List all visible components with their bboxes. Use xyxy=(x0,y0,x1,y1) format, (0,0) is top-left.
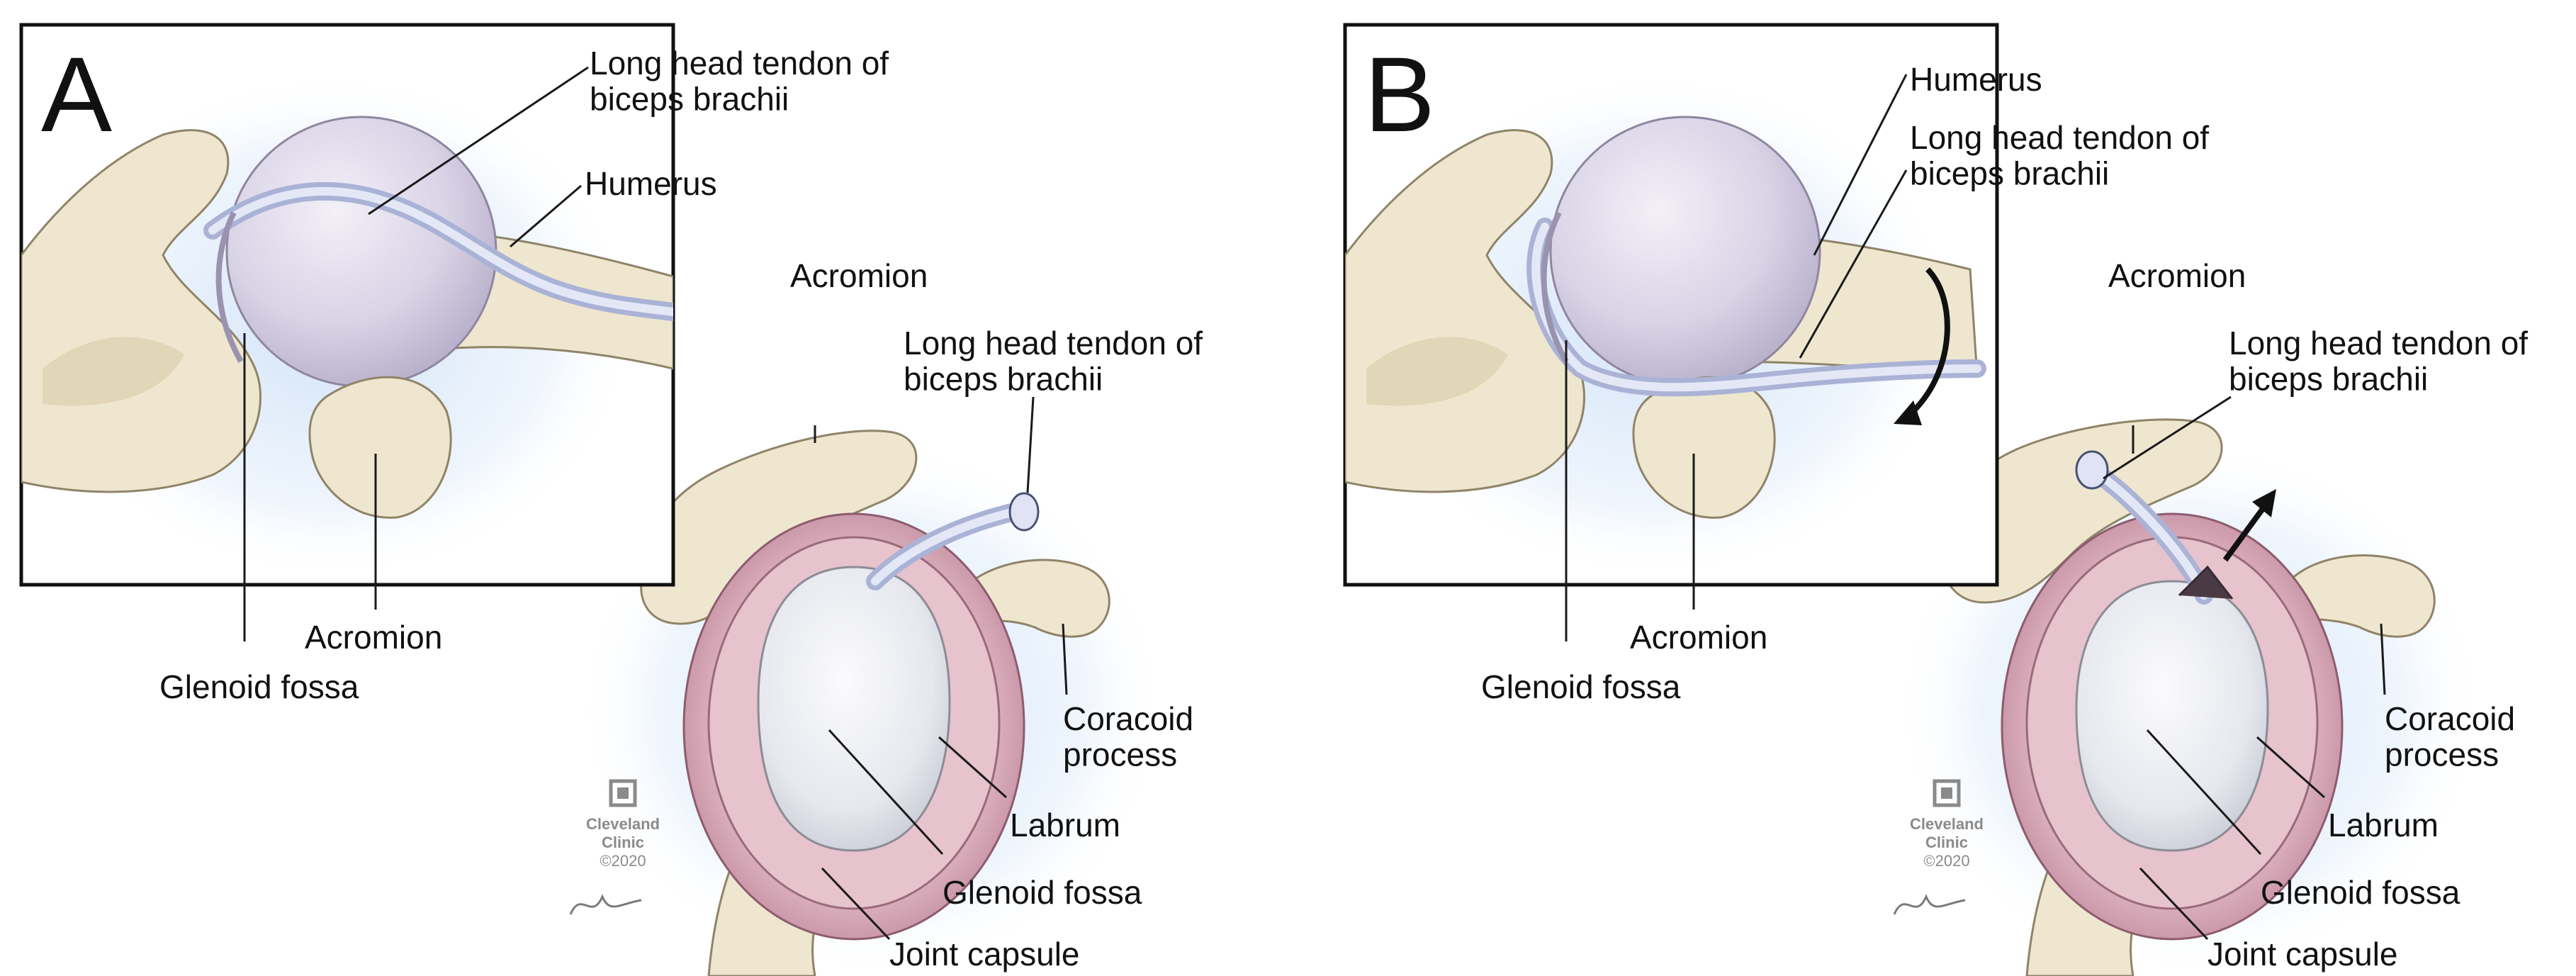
label-line: Long head tendon of xyxy=(904,325,1203,361)
artist-signature-b xyxy=(1894,897,1965,914)
label-humerus-inset-b: Humerus xyxy=(1910,61,2042,98)
glenoid-fossa xyxy=(758,567,950,851)
label-line: biceps brachii xyxy=(1910,155,2109,192)
logo-line3-a: ©2020 xyxy=(600,852,646,870)
label-line: Coracoid xyxy=(1063,700,1193,737)
label-line: process xyxy=(2385,736,2499,773)
label-glenoid-inset-a: Glenoid fossa xyxy=(159,668,359,705)
label-line: biceps brachii xyxy=(590,81,789,118)
label-acromion-inset-b: Acromion xyxy=(1630,619,1767,656)
logo-line1-a: Cleveland xyxy=(586,815,660,833)
inset-a: A xyxy=(21,25,673,585)
panel-letter-a: A xyxy=(41,35,112,154)
humeral-head xyxy=(227,117,496,386)
label-capsule-a: Joint capsule xyxy=(889,936,1080,972)
logo-line3-b: ©2020 xyxy=(1923,852,1969,870)
panel-letter-b: B xyxy=(1364,35,1435,154)
logo-line2-b: Clinic xyxy=(1925,834,1968,851)
label-line: Long head tendon of xyxy=(590,45,889,82)
label-labrum-a: Labrum xyxy=(1010,807,1120,843)
label-capsule-b: Joint capsule xyxy=(2207,936,2398,972)
label-glenoid-inset-b: Glenoid fossa xyxy=(1481,668,1681,705)
label-line: biceps brachii xyxy=(2229,361,2428,398)
label-glenoid-lateral-b: Glenoid fossa xyxy=(2261,874,2460,911)
humeral-head-b xyxy=(1551,117,1820,386)
label-acromion-lateral-a: Acromion xyxy=(790,257,928,294)
label-line: biceps brachii xyxy=(904,361,1103,398)
logo-line1-b: Cleveland xyxy=(1910,815,1984,833)
label-labrum-b: Labrum xyxy=(2328,807,2439,843)
logo-line2-a: Clinic xyxy=(602,834,644,851)
inset-b: B xyxy=(1345,25,1997,585)
label-acromion-inset-a: Acromion xyxy=(305,619,442,656)
label-humerus-inset-a: Humerus xyxy=(585,165,717,202)
label-line: Long head tendon of xyxy=(1910,119,2209,156)
label-line: process xyxy=(1063,736,1177,773)
label-acromion-lateral-b: Acromion xyxy=(2108,257,2246,294)
artist-signature-a xyxy=(570,897,641,914)
label-line: Coracoid xyxy=(2385,700,2515,737)
glenoid-fossa-b xyxy=(2076,581,2268,851)
label-glenoid-lateral-a: Glenoid fossa xyxy=(943,874,1142,911)
label-line: Long head tendon of xyxy=(2229,325,2528,361)
